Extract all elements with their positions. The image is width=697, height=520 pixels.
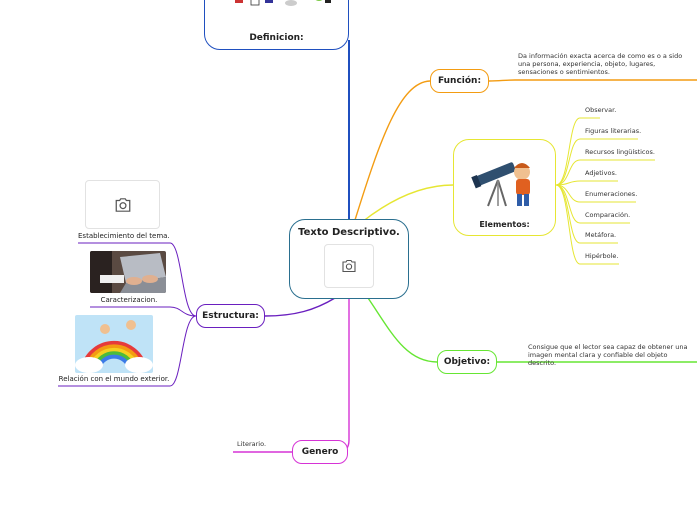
central-title: Texto Descriptivo.	[298, 227, 400, 238]
camera-icon	[115, 197, 130, 212]
funcion-node[interactable]: Función:	[430, 69, 489, 93]
elementos-item: Figuras literarias.	[585, 127, 642, 135]
genero-item: Literario.	[237, 440, 267, 448]
genero-label: Genero	[301, 447, 339, 457]
estructura-item: Relación con el mundo exterior.	[58, 375, 170, 383]
objetivo-text: Consigue que el lector sea capaz de obte…	[528, 343, 688, 368]
objetivo-node[interactable]: Objetivo:	[437, 350, 497, 374]
estructura-image-placeholder	[85, 180, 160, 229]
central-image-placeholder	[324, 244, 374, 288]
elementos-node[interactable]: Elementos:	[453, 139, 556, 236]
definicion-label: Definicion:	[249, 33, 304, 43]
estructura-node[interactable]: Estructura:	[196, 304, 265, 328]
central-node[interactable]: Texto Descriptivo.	[289, 219, 409, 299]
elementos-item: Hipérbole.	[585, 252, 619, 260]
funcion-text: Da información exacta acerca de como es …	[518, 52, 683, 77]
elementos-item: Comparación.	[585, 211, 631, 219]
elementos-item: Adjetivos.	[585, 169, 617, 177]
estructura-label: Estructura:	[202, 311, 259, 321]
elementos-label: Elementos:	[479, 220, 530, 229]
estructura-item: Caracterizacion.	[100, 296, 158, 304]
definicion-node[interactable]: Definicion:	[204, 0, 349, 50]
elementos-item: Enumeraciones.	[585, 190, 638, 198]
children-illustration	[221, 0, 333, 9]
rainbow-illustration	[75, 315, 153, 373]
elementos-item: Metáfora.	[585, 231, 617, 239]
genero-node[interactable]: Genero	[292, 440, 348, 464]
elementos-item: Observar.	[585, 106, 617, 114]
estructura-item: Establecimiento del tema.	[78, 232, 170, 240]
typing-laptop-photo	[90, 251, 166, 293]
camera-icon	[342, 259, 356, 273]
funcion-label: Función:	[437, 76, 482, 86]
telescope-illustration	[470, 150, 540, 208]
elementos-item: Recursos lingüísticos.	[585, 148, 655, 156]
objetivo-label: Objetivo:	[443, 357, 491, 367]
